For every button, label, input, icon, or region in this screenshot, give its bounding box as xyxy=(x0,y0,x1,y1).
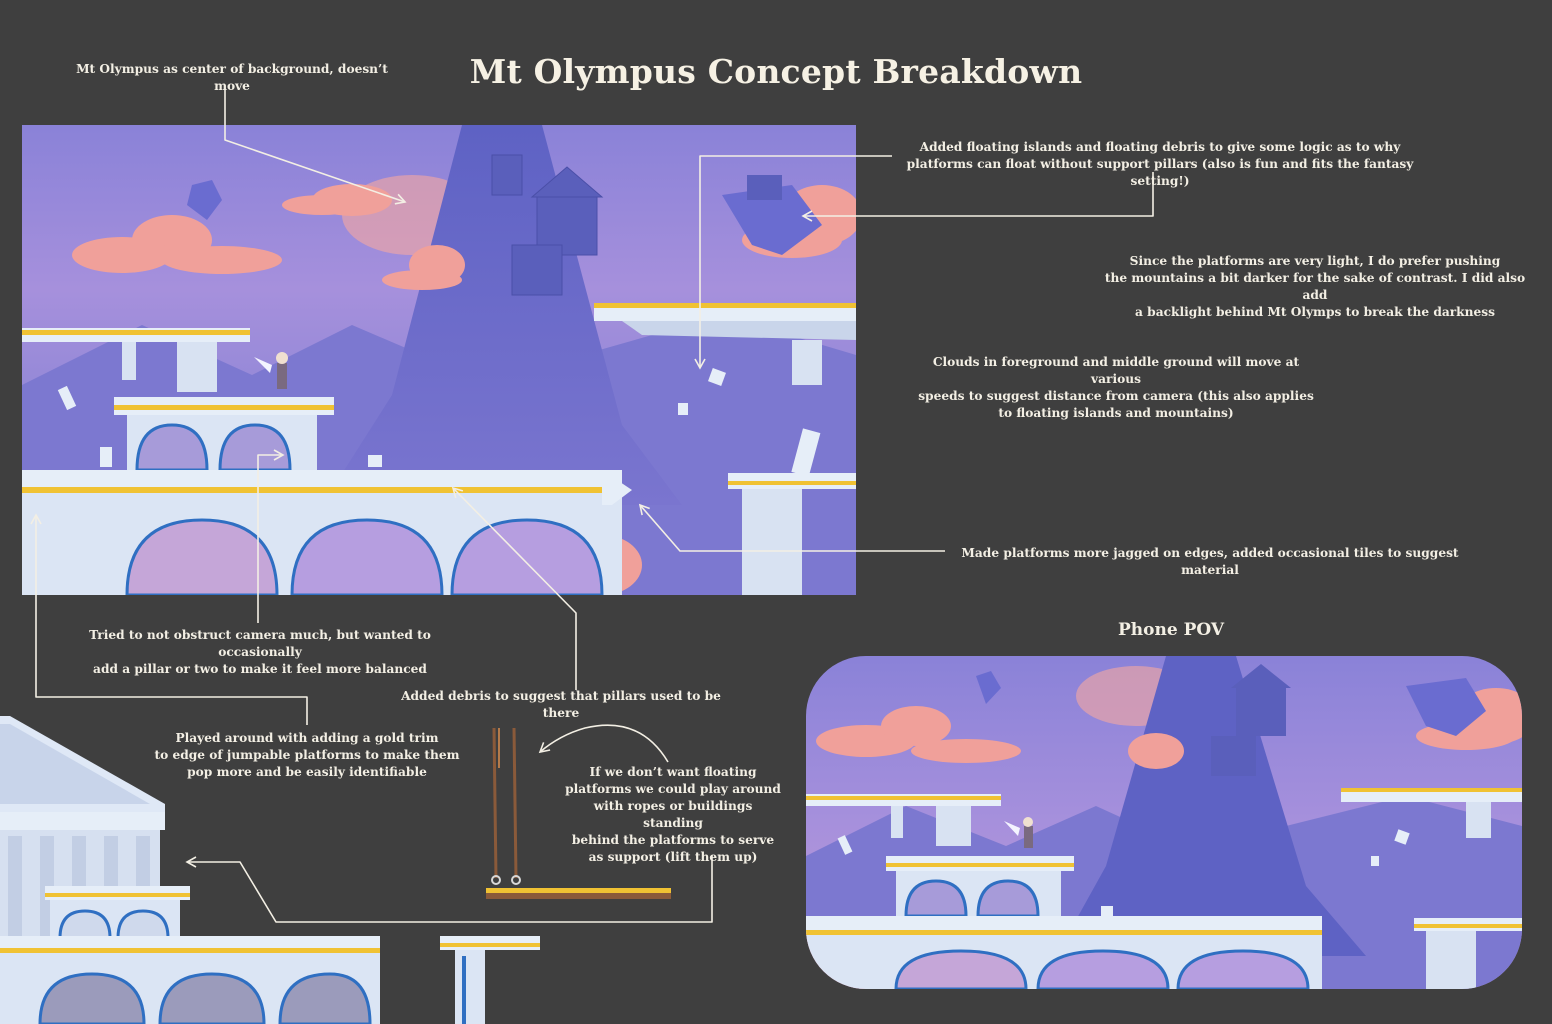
main-concept-artwork xyxy=(22,125,856,595)
temple-platform-variant xyxy=(0,716,380,1024)
arrow-pillar xyxy=(257,449,285,623)
arrow-islands xyxy=(801,172,1154,222)
note-line: Since the platforms are very light, I do… xyxy=(1129,254,1501,268)
note-pillar-balance: Tried to not obstruct camera much, but w… xyxy=(50,627,470,678)
note-line: If we don’t want floating xyxy=(589,765,757,779)
arrow-islands-debris xyxy=(694,155,892,370)
arrow-debris xyxy=(451,486,577,690)
broken-pillar-variant xyxy=(440,936,540,1024)
note-line: with ropes or buildings standing xyxy=(593,799,753,830)
note-line: pop more and be easily identifiable xyxy=(187,765,427,779)
note-line: Added debris to suggest that pillars use… xyxy=(401,689,721,720)
arrow-ropes-temple xyxy=(185,855,713,923)
mt-olympus xyxy=(322,125,682,505)
right-broken-platform xyxy=(728,428,856,595)
note-line: platforms we could play around xyxy=(565,782,781,796)
arrow-gold xyxy=(30,513,308,725)
winged-character xyxy=(254,352,288,389)
left-top-ledge xyxy=(22,328,250,392)
phone-pov-artwork xyxy=(806,656,1522,989)
note-line: as support (lift them up) xyxy=(588,850,758,864)
phone-pov-heading: Phone POV xyxy=(1118,620,1225,640)
floating-platform-right xyxy=(594,303,856,385)
note-line: to edge of jumpable platforms to make th… xyxy=(154,748,460,762)
page-title: Mt Olympus Concept Breakdown xyxy=(469,52,1083,91)
floating-debris xyxy=(57,368,726,467)
note-line: add a pillar or two to make it feel more… xyxy=(93,662,427,676)
note-line: Added floating islands and floating debr… xyxy=(919,140,1401,154)
note-olympus-center: Mt Olympus as center of background, does… xyxy=(62,61,402,95)
note-gold-trim: Played around with adding a gold trim to… xyxy=(152,730,462,781)
note-line: Tried to not obstruct camera much, but w… xyxy=(89,628,431,659)
note-ropes-support: If we don’t want floating platforms we c… xyxy=(562,764,784,866)
note-line: to floating islands and mountains) xyxy=(998,406,1234,420)
note-line: platforms can float without support pill… xyxy=(906,157,1414,188)
arrow-olympus xyxy=(224,85,407,205)
note-line: Played around with adding a gold trim xyxy=(175,731,439,745)
note-line: behind the platforms to serve xyxy=(571,833,775,847)
rope-swing-platform xyxy=(486,728,671,899)
note-debris: Added debris to suggest that pillars use… xyxy=(386,688,736,722)
note-line: speeds to suggest distance from camera (… xyxy=(918,389,1314,403)
note-contrast: Since the platforms are very light, I do… xyxy=(1102,253,1528,321)
note-jagged-edges: Made platforms more jagged on edges, add… xyxy=(952,545,1468,579)
note-line: a backlight behind Mt Olymps to break th… xyxy=(1135,305,1495,319)
olympus-temple xyxy=(491,154,604,296)
note-line: Mt Olympus as center of background, does… xyxy=(76,62,388,93)
main-ground-platform xyxy=(22,470,632,595)
floating-islands xyxy=(187,175,822,255)
arrow-ropes-curve xyxy=(538,724,669,763)
note-line: Made platforms more jagged on edges, add… xyxy=(961,546,1459,577)
note-floating-islands: Added floating islands and floating debr… xyxy=(880,139,1440,190)
arrow-jagged xyxy=(638,503,945,552)
note-line: Clouds in foreground and middle ground w… xyxy=(932,355,1300,386)
note-clouds-parallax: Clouds in foreground and middle ground w… xyxy=(906,354,1326,422)
middle-arch-platform xyxy=(114,397,334,472)
note-line: the mountains a bit darker for the sake … xyxy=(1104,271,1526,302)
